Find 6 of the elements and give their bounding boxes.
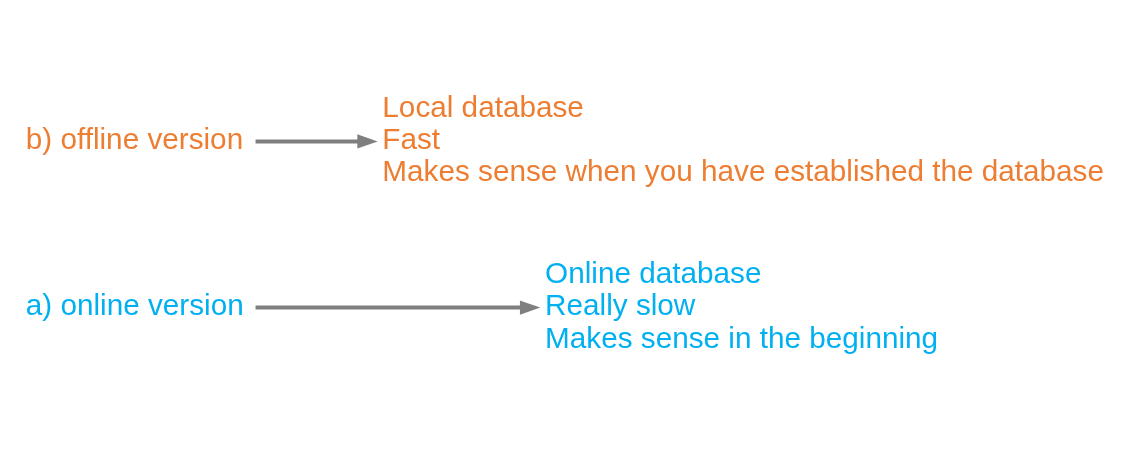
node-text: Local database Fast Makes sense when you have established the database xyxy=(382,89,1104,188)
node-text: a) online version xyxy=(25,288,244,322)
arrow xyxy=(255,300,541,315)
node-text: Online database Really slow Makes sense in the beginning xyxy=(545,255,939,354)
arrow xyxy=(255,134,378,149)
node-text: b) offline version xyxy=(25,122,244,155)
